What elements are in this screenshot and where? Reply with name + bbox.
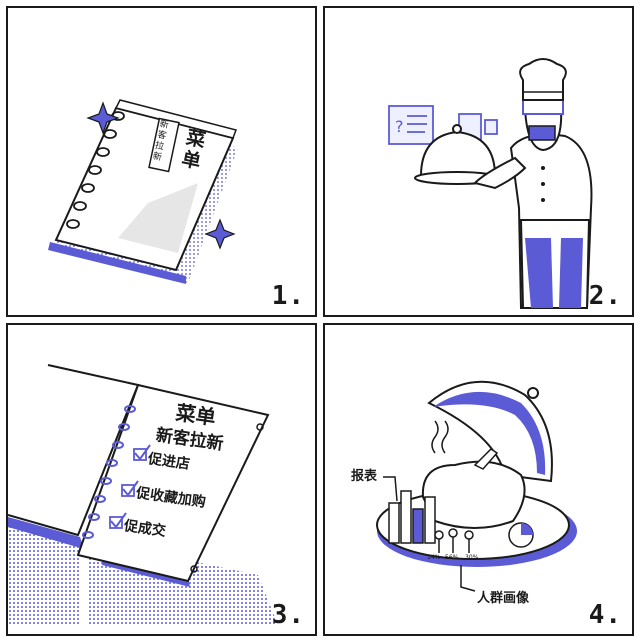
percent-label: 14% — [427, 554, 441, 561]
report-label: 报表 — [351, 469, 378, 484]
comic-panel-2: ? 2. — [323, 6, 634, 317]
cloche-dish-illustration — [376, 380, 577, 592]
persona-figures — [434, 528, 474, 553]
panel-number: 2. — [588, 281, 622, 311]
report-bars — [388, 490, 436, 544]
panel-number: 1. — [271, 281, 305, 311]
menu-book-illustration — [48, 99, 238, 284]
panel-number: 3. — [271, 600, 305, 630]
binder-rings — [82, 405, 136, 539]
steam-icon — [431, 420, 449, 454]
panel-number: 4. — [588, 600, 622, 630]
checkbox-icon — [109, 444, 151, 529]
percent-label: 30% — [465, 554, 479, 561]
binder-rings — [66, 111, 125, 229]
svg-text:?: ? — [395, 117, 404, 136]
sparkle-icon — [204, 218, 236, 250]
sparkle-icon — [86, 101, 120, 135]
comic-panel-4: 报表 人群画像 14% 56% 30% 4. — [323, 323, 634, 636]
persona-label: 人群画像 — [477, 591, 530, 606]
comic-panel-3: 菜单 新客拉新 促进店 促收藏加购 促成交 3. — [6, 323, 317, 636]
open-menu-illustration — [8, 364, 278, 625]
chef-illustration: ? — [388, 58, 593, 309]
percent-label: 56% — [445, 554, 459, 561]
comic-panel-1: 菜单 新客拉新 1. — [6, 6, 317, 317]
